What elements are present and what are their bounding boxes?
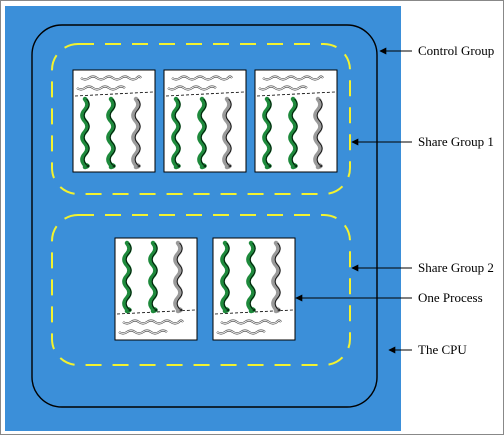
running-thread (220, 240, 230, 314)
running-thread (148, 240, 158, 314)
idle-thread (76, 85, 126, 91)
idle-thread (122, 319, 184, 325)
running-thread (131, 96, 141, 170)
process-box (212, 237, 296, 341)
running-thread (106, 96, 116, 170)
running-thread (173, 240, 183, 314)
process-divider (74, 91, 154, 97)
running-thread (288, 96, 298, 170)
process-layer (72, 69, 338, 341)
share-group-2-boundary (51, 214, 351, 366)
idle-thread (220, 319, 282, 325)
label-control-group: Control Group (418, 43, 495, 58)
label-share-group-2: Share Group 2 (418, 260, 494, 275)
label-one-process: One Process (418, 290, 483, 305)
idle-thread (118, 329, 168, 335)
idle-thread (171, 75, 233, 81)
running-thread (313, 96, 323, 170)
process-divider (165, 91, 245, 97)
idle-thread (167, 85, 217, 91)
idle-thread (258, 85, 308, 91)
process-box (254, 69, 338, 173)
running-thread (246, 240, 256, 314)
process-divider (256, 91, 336, 97)
idle-thread (262, 75, 324, 81)
running-thread (222, 96, 232, 170)
running-thread (197, 96, 207, 170)
process-box (163, 69, 247, 173)
idle-thread (216, 329, 266, 335)
running-thread (80, 96, 90, 170)
running-thread (171, 96, 181, 170)
label-the-cpu: The CPU (418, 342, 467, 357)
label-share-group-1: Share Group 1 (418, 134, 494, 149)
control-group-boundary (31, 24, 378, 408)
share-group-1-boundary (51, 43, 351, 195)
idle-thread (80, 75, 142, 81)
running-thread (271, 240, 281, 314)
process-box (72, 69, 156, 173)
process-box (114, 237, 198, 341)
running-thread (122, 240, 132, 314)
running-thread (262, 96, 272, 170)
